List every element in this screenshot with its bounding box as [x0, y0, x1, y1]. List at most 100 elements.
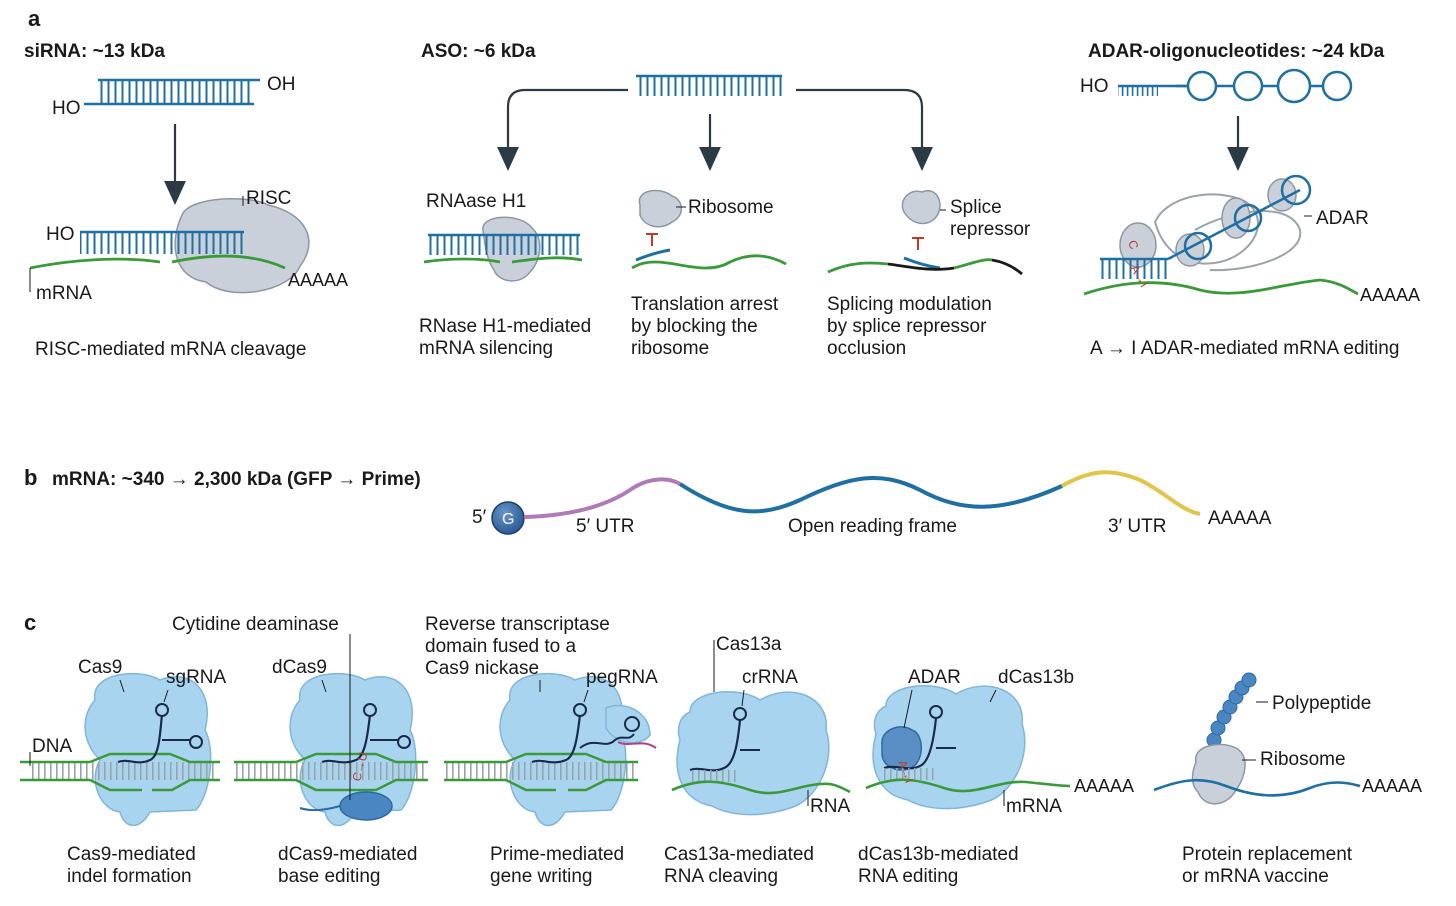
dcas9-protein	[289, 672, 417, 827]
cas9-caption-2: indel formation	[67, 866, 192, 887]
aso-ribosome	[638, 189, 683, 228]
splice-repressor	[901, 189, 941, 225]
prime-section: Reverse transcriptase domain fused to a …	[425, 614, 658, 887]
splice-label-2: repressor	[950, 219, 1031, 240]
aso-arrow-right	[796, 88, 933, 171]
utr5-label: 5′ UTR	[576, 516, 634, 537]
adar-caption: A → I ADAR-mediated mRNA editing	[1090, 338, 1399, 359]
splice-caption-1: Splicing modulation	[827, 294, 992, 315]
utr5-segment	[523, 477, 682, 519]
sirna-ho-label: HO	[52, 98, 81, 119]
mrna-cap	[491, 501, 525, 535]
utr3-segment	[1061, 470, 1201, 516]
dcas9-caption-1: dCas9-mediated	[278, 844, 417, 865]
dcas13b-caption-2: RNA editing	[858, 866, 958, 887]
trans-caption-2: by blocking the	[631, 316, 758, 337]
sirna-polya-label: AAAAA	[288, 270, 348, 290]
sirna-caption: RISC-mediated mRNA cleavage	[35, 339, 306, 360]
orf-segment	[678, 475, 1063, 514]
cas13a-caption-1: Cas13a-mediated	[664, 844, 814, 865]
dna-label: DNA	[32, 736, 72, 757]
ribosome-label: Ribosome	[688, 197, 774, 218]
cas13a-protein	[676, 691, 830, 816]
dcas13b-target-mrna	[865, 778, 1071, 793]
dcas9-section: C→U Cytidine deaminase dCas9 dCas9-media…	[172, 614, 428, 887]
aso-title: ASO: ~6 kDa	[421, 41, 536, 62]
protein-caption-1: Protein replacement	[1182, 844, 1353, 865]
adar-title: ADAR-oligonucleotides: ~24 kDa	[1088, 41, 1385, 62]
pegrna-label: pegRNA	[586, 667, 658, 688]
sirna-ho2-label: HO	[46, 224, 75, 245]
prime-caption-2: gene writing	[490, 866, 592, 887]
dcas9-label: dCas9	[272, 657, 327, 678]
dcas13b-polya: AAAAA	[1074, 776, 1134, 796]
splice-caption-3: occlusion	[827, 338, 906, 359]
splice-aso	[903, 256, 941, 270]
prime-editor-protein	[499, 672, 627, 827]
protein-ribosome	[1191, 743, 1246, 805]
rnase-aso-strand	[428, 235, 580, 255]
rnase-caption-2: mRNA silencing	[419, 338, 553, 359]
splice-caption-2: by splice repressor	[827, 316, 987, 337]
cas13a-section: Cas13a crRNA RNA Cas13a-mediated RNA cle…	[664, 634, 851, 887]
adar-polya: AAAAA	[1360, 285, 1420, 305]
protein-ribosome-label: Ribosome	[1260, 749, 1346, 770]
panel-c-letter: c	[24, 610, 36, 635]
dcas9-caption-2: base editing	[278, 866, 380, 887]
splice-label-1: Splice	[950, 197, 1002, 218]
cas9-caption-1: Cas9-mediated	[67, 844, 196, 865]
deaminase-label: Cytidine deaminase	[172, 614, 339, 635]
adar-section: ADAR-oligonucleotides: ~24 kDa HO ADAR	[1080, 41, 1420, 359]
trans-caption-3: ribosome	[631, 338, 709, 359]
sirna-guide-strand	[80, 232, 244, 254]
polypeptide-chain	[1206, 672, 1257, 748]
protein-polya: AAAAA	[1362, 776, 1422, 796]
cas9-section: DNA Cas9 sgRNA Cas9-mediated indel forma…	[20, 657, 227, 887]
sirna-mrna-right	[171, 254, 286, 270]
utr3-label: 3′ UTR	[1108, 516, 1166, 537]
aso-section: ASO: ~6 kDa RNAase H1 RNase H1-mediated …	[419, 41, 1031, 359]
trans-aso	[635, 248, 671, 262]
aso-oligo	[636, 74, 782, 96]
aso-arrow-left	[497, 88, 628, 171]
dcas13b-section: A→I ADAR dCas13b mRNA AAAAA dCas13b-medi…	[858, 667, 1134, 887]
cas9-protein	[84, 672, 212, 827]
protein-section: Polypeptide Ribosome AAAAA Protein repla…	[1153, 672, 1422, 887]
crrna-label: crRNA	[742, 667, 798, 688]
five-prime-label: 5′	[472, 507, 487, 528]
panel-b-polya: AAAAA	[1208, 508, 1272, 529]
sirna-mrna-label: mRNA	[36, 283, 92, 304]
cap-letter: G	[502, 511, 514, 528]
adar-label: ADAR	[1316, 208, 1369, 229]
dcas13b-caption-1: dCas13b-mediated	[858, 844, 1019, 865]
cas13a-target-rna	[671, 780, 851, 795]
cas13a-rna-label: RNA	[810, 796, 850, 817]
dcas13b-adar-label: ADAR	[908, 667, 961, 688]
panel-a-letter: a	[28, 6, 41, 31]
sirna-mrna-left	[29, 257, 161, 270]
rt-label-1: Reverse transcriptase	[425, 614, 610, 635]
adar-bound-oligo	[1100, 174, 1312, 279]
dcas13b-mrna-label: mRNA	[1006, 796, 1062, 817]
prime-caption-1: Prime-mediated	[490, 844, 624, 865]
sirna-duplex	[84, 78, 260, 106]
sirna-title: siRNA: ~13 kDa	[24, 41, 165, 62]
cas13a-label: Cas13a	[716, 634, 782, 655]
sgrna-label: sgRNA	[166, 667, 227, 688]
protein-caption-2: or mRNA vaccine	[1182, 866, 1329, 887]
protein-mrna	[1153, 778, 1361, 797]
rt-label-2: domain fused to a	[425, 636, 576, 657]
rnase-caption-1: RNase H1-mediated	[419, 316, 591, 337]
sirna-oh-label: OH	[267, 74, 296, 95]
rnase-label: RNAase H1	[426, 191, 526, 212]
risc-label: RISC	[246, 188, 291, 209]
cas9-label: Cas9	[78, 657, 122, 678]
cytidine-deaminase	[339, 791, 393, 821]
trans-caption-1: Translation arrest	[631, 294, 779, 315]
reverse-transcriptase	[605, 704, 651, 744]
adar-ho-label: HO	[1080, 76, 1109, 97]
panel-b-title: mRNA: ~340 → 2,300 kDa (GFP → Prime)	[52, 469, 421, 490]
mrna-construct: 5′ G 5′ UTR Open reading frame 3′ UTR AA…	[472, 470, 1272, 537]
adar-oligo	[1118, 68, 1353, 104]
